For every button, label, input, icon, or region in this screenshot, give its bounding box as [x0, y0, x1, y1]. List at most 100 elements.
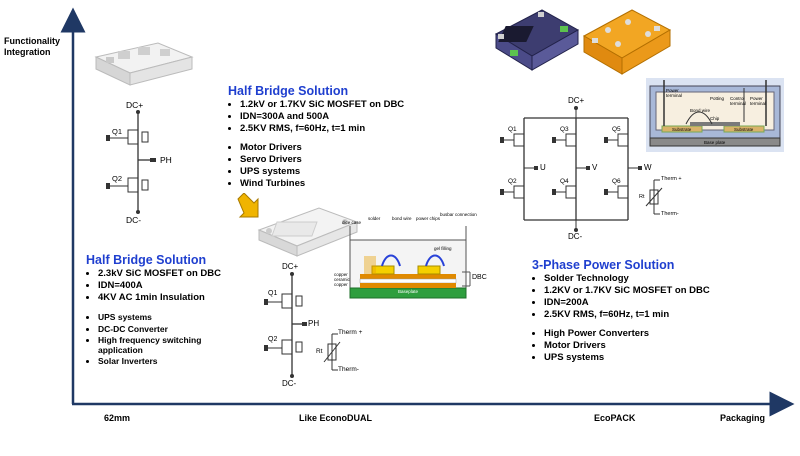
label-v: V [592, 163, 598, 172]
x-tick-62mm: 62mm [104, 413, 131, 423]
label-ph: PH [308, 319, 320, 328]
label-substrate: Substrate [734, 127, 754, 132]
solution-block-3: 3-Phase Power Solution Solder Technology… [532, 258, 772, 364]
mosfet-q2 [106, 177, 149, 193]
circuit-three-phase: DC+ DC- U V W Q1 Q2 Q3 Q4 Q5 Q6 Therm + … [498, 96, 682, 242]
arrow-down-right-icon [237, 193, 259, 218]
label-power-terminal: Power terminal [666, 88, 683, 98]
dbc-cross-section: dice case solder bond wire power chips b… [334, 212, 494, 304]
module-econodual-image [257, 207, 359, 257]
solution-block-1: Half Bridge Solution 2.3kV SiC MOSFET on… [86, 253, 246, 367]
thermistor [645, 179, 663, 215]
label-dc-minus: DC- [282, 379, 297, 388]
label-q1: Q1 [112, 127, 123, 136]
solution-3-app: Motor Drivers [544, 340, 772, 352]
label-q2: Q2 [112, 174, 123, 183]
label-therm-plus: Therm + [338, 329, 363, 336]
solution-1-spec: 2.3kV SiC MOSFET on DBC [98, 268, 246, 280]
solution-block-2: Half Bridge Solution 1.2kV or 1.7KV SiC … [228, 84, 458, 190]
label-dc-plus: DC+ [282, 262, 299, 271]
solution-3-app: High Power Converters [544, 328, 772, 340]
solution-3-app: UPS systems [544, 352, 772, 364]
mosfet-q3 [552, 133, 577, 147]
solution-1-app: DC-DC Converter [98, 323, 246, 335]
label-potting: Potting [710, 96, 725, 101]
label-therm-minus: Therm- [338, 366, 359, 373]
module-ecopack-purple-image [494, 9, 580, 71]
solution-3-spec: IDN=200A [544, 297, 772, 309]
solution-2-title: Half Bridge Solution [228, 84, 349, 98]
label-q2: Q2 [268, 336, 278, 343]
mosfet-q1 [500, 133, 525, 147]
label-busbar-connection: busbar connection [440, 212, 477, 217]
solution-2-app: UPS systems [240, 166, 458, 178]
mosfet-q6 [604, 185, 629, 199]
label-q2: Q2 [508, 178, 517, 185]
label-u: U [540, 163, 546, 172]
label-ceramic: ceramic [334, 277, 350, 282]
solution-1-app: Solar Inverters [98, 355, 246, 367]
solution-3-spec: 2.5KV RMS, f=60Hz, t=1 min [544, 309, 772, 321]
label-gel-filling: gel filling [434, 246, 452, 251]
label-power-chips: power chips [416, 216, 441, 221]
label-dbc: DBC [472, 274, 487, 281]
mosfet-q2 [264, 339, 303, 355]
label-rt: Rt [639, 194, 645, 200]
label-substrate: Substrate [672, 127, 692, 132]
circuit-half-bridge-2: DC+ DC- PH Q1 Q2 Therm + Therm- Rt [258, 262, 368, 392]
solution-2-spec: 2.5KV RMS, f=60Hz, t=1 min [240, 123, 458, 135]
mosfet-q1 [106, 129, 149, 145]
mosfet-q2 [500, 185, 525, 199]
solution-1-app: High frequency switching application [98, 335, 246, 355]
label-rt: Rt [316, 348, 323, 355]
label-dc-plus: DC+ [568, 96, 585, 105]
y-axis-label: Functionality Integration [4, 36, 60, 57]
label-solder: solder [368, 216, 381, 221]
label-bond-wire: Bond wire [690, 108, 711, 113]
x-tick-ecopack: EcoPACK [594, 413, 636, 423]
x-tick-econodual: Like EconoDUAL [299, 413, 373, 423]
label-control-terminal: Control terminal [730, 96, 747, 106]
x-axis-label: Packaging [720, 413, 766, 423]
solution-2-app: Servo Drivers [240, 154, 458, 166]
mosfet-q1 [264, 293, 303, 309]
solution-1-spec: IDN=400A [98, 280, 246, 292]
solution-2-spec: IDN=300A and 500A [240, 111, 458, 123]
solution-2-app: Motor Drivers [240, 142, 458, 154]
module-ecopack-orange-image [582, 9, 672, 75]
ecopack-cross-section: Power terminal Bond wire Potting Control… [646, 78, 784, 152]
solution-3-spec: Solder Technology [544, 273, 772, 285]
label-q1: Q1 [508, 126, 517, 133]
mosfet-q4 [552, 185, 577, 199]
label-chip: Chip [710, 116, 720, 121]
module-62mm-image [94, 42, 194, 86]
mosfet-q5 [604, 133, 629, 147]
label-copper: copper [334, 282, 348, 287]
label-w: W [644, 163, 652, 172]
label-therm-minus: Therm- [661, 211, 679, 217]
label-q1: Q1 [268, 290, 278, 297]
label-dc-minus: DC- [568, 232, 583, 241]
thermistor [323, 333, 341, 371]
label-therm-plus: Therm + [661, 176, 682, 182]
circuit-half-bridge-1: DC+ DC- PH Q1 Q2 [86, 100, 196, 230]
label-dc-plus: DC+ [126, 100, 144, 110]
solution-3-spec: 1.2KV or 1.7KV SiC MOSFET on DBC [544, 285, 772, 297]
label-q3: Q3 [560, 126, 569, 133]
label-bond-wire: bond wire [392, 216, 412, 221]
solution-1-title: Half Bridge Solution [86, 253, 207, 267]
label-dc-minus: DC- [126, 215, 142, 225]
solution-2-spec: 1.2kV or 1.7KV SiC MOSFET on DBC [240, 99, 458, 111]
label-copper: copper [334, 272, 348, 277]
label-baseplate: Baseplate [398, 289, 419, 294]
label-base-plate: Base plate [704, 140, 726, 145]
label-power-terminal: Power terminal [750, 96, 767, 106]
solution-2-app: Wind Turbines [240, 178, 458, 190]
label-q4: Q4 [560, 178, 569, 185]
solution-3-title: 3-Phase Power Solution [532, 258, 675, 272]
label-ph: PH [160, 155, 172, 165]
label-q6: Q6 [612, 178, 621, 185]
solution-1-app: UPS systems [98, 311, 246, 323]
label-q5: Q5 [612, 126, 621, 133]
